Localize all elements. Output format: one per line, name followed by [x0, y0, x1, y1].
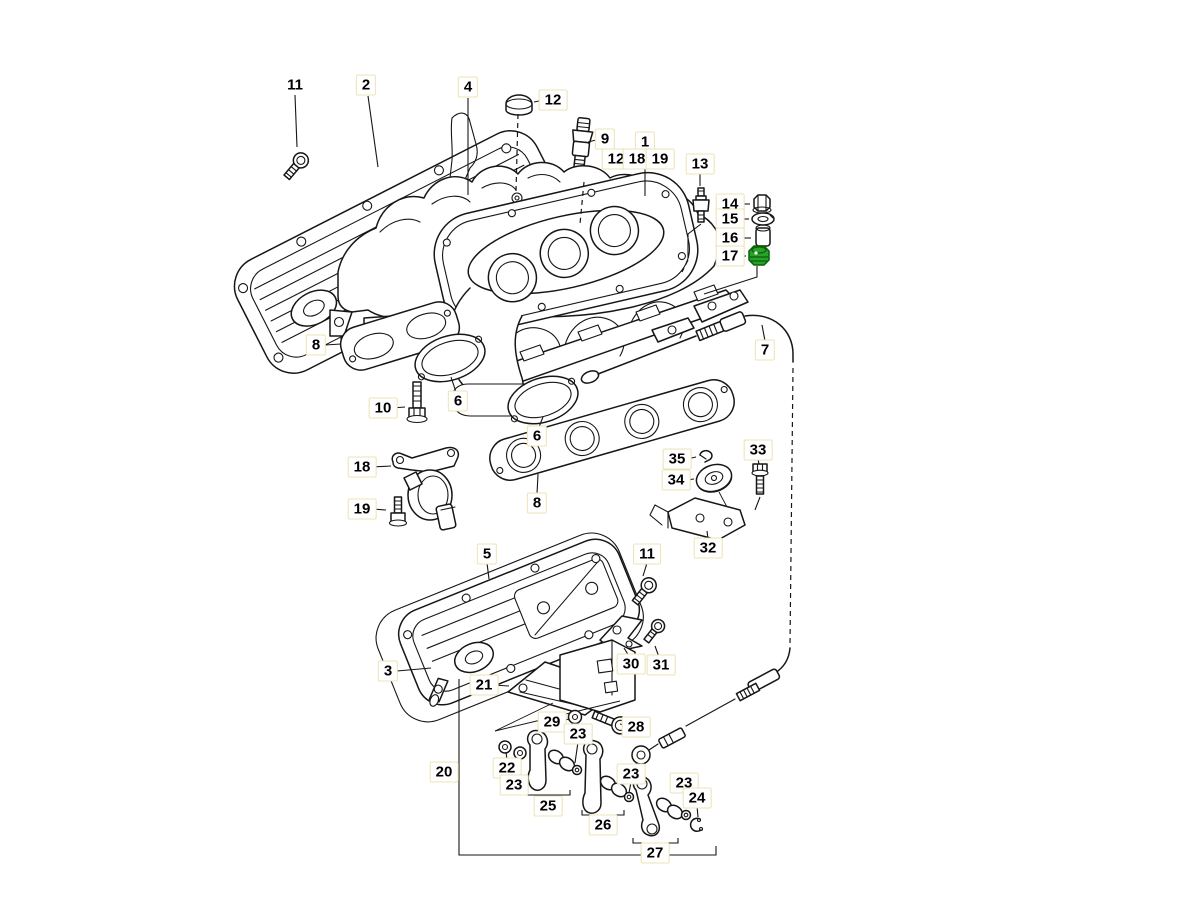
part-bolt-19 — [388, 496, 408, 527]
part-nut-14 — [752, 194, 772, 214]
callout-11-top[interactable]: 11 — [287, 76, 303, 94]
part-clip-35 — [699, 449, 713, 463]
callout-12-top[interactable]: 12 — [538, 89, 568, 111]
callout-13[interactable]: 13 — [685, 153, 715, 175]
part-gasket-6-right — [507, 375, 579, 425]
part-sensor — [571, 116, 594, 172]
part-cap-nut-17-highlighted[interactable] — [748, 245, 770, 266]
callout-2[interactable]: 2 — [355, 74, 377, 96]
callout-23-a[interactable]: 23 — [563, 723, 593, 745]
callout-15[interactable]: 15 — [715, 208, 745, 230]
part-bolt-33 — [751, 463, 769, 495]
callout-10[interactable]: 10 — [368, 397, 398, 419]
callout-19-grp[interactable]: 19 — [645, 148, 675, 170]
callout-8-long[interactable]: 8 — [526, 492, 548, 514]
part-fitting-13 — [692, 187, 710, 223]
part-throttle-cable — [580, 311, 794, 765]
part-gasket-6-left — [414, 333, 486, 383]
part-valve-18 — [391, 446, 460, 531]
part-bolt-31 — [643, 618, 666, 644]
callout-20[interactable]: 20 — [429, 761, 459, 783]
part-lower-cover-5 — [397, 538, 641, 707]
callout-8-left[interactable]: 8 — [305, 334, 327, 356]
part-bolt-10 — [406, 381, 428, 424]
part-bracket-21 — [494, 639, 636, 732]
part-washer-29 — [567, 709, 583, 725]
callout-17[interactable]: 17 — [715, 245, 745, 267]
callout-18[interactable]: 18 — [347, 456, 377, 478]
callout-28[interactable]: 28 — [621, 716, 651, 738]
callout-3[interactable]: 3 — [377, 660, 399, 682]
part-washer-15 — [751, 212, 775, 226]
callout-6-right[interactable]: 6 — [526, 425, 548, 447]
callout-35[interactable]: 35 — [662, 448, 692, 470]
callout-6-left[interactable]: 6 — [447, 390, 469, 412]
callout-33[interactable]: 33 — [743, 439, 773, 461]
callout-7[interactable]: 7 — [754, 339, 776, 361]
callout-29[interactable]: 29 — [537, 711, 567, 733]
part-sleeve-16 — [755, 224, 771, 247]
callout-34[interactable]: 34 — [661, 469, 691, 491]
callout-26[interactable]: 26 — [588, 814, 618, 836]
callout-32[interactable]: 32 — [693, 537, 723, 559]
callout-19[interactable]: 19 — [347, 498, 377, 520]
callout-31[interactable]: 31 — [646, 654, 676, 676]
part-bolt-11-lower — [631, 577, 657, 606]
part-gasket-8-long — [489, 379, 735, 481]
callout-24[interactable]: 24 — [682, 787, 712, 809]
part-bolt-11-top — [283, 152, 310, 181]
part-manifold-flange-ring — [433, 171, 699, 333]
part-pulley-34 — [695, 463, 733, 493]
callout-4[interactable]: 4 — [457, 76, 479, 98]
callout-11-low[interactable]: 11 — [633, 543, 661, 565]
part-linkage-assembly — [498, 729, 704, 837]
part-bracket-32 — [649, 491, 746, 541]
callout-25[interactable]: 25 — [533, 795, 563, 817]
callout-27[interactable]: 27 — [640, 842, 670, 864]
callout-23-c[interactable]: 23 — [616, 763, 646, 785]
callout-5[interactable]: 5 — [476, 543, 498, 565]
callout-9[interactable]: 9 — [594, 128, 616, 150]
callout-23-b[interactable]: 23 — [499, 774, 529, 796]
part-cap — [505, 94, 533, 116]
part-gasket-8-left — [339, 301, 461, 371]
callout-21[interactable]: 21 — [469, 674, 499, 696]
callout-30[interactable]: 30 — [616, 653, 646, 675]
